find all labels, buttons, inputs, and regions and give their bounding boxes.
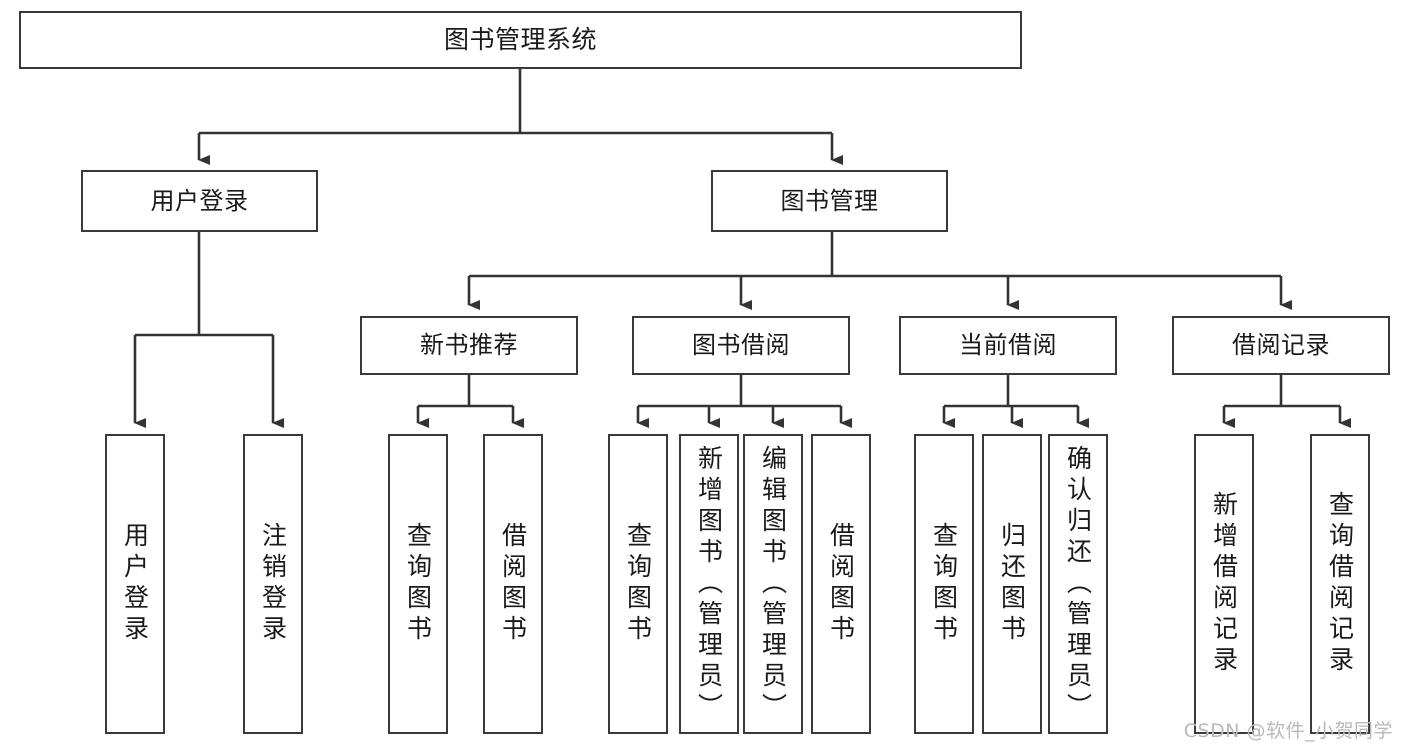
- leaf-user-login[interactable]: 用户登录: [105, 434, 165, 734]
- watermark-text: CSDN @软件_小贺同学: [1183, 720, 1393, 742]
- leaf-borrow-book[interactable]: 借阅图书: [811, 434, 871, 734]
- node-label: 新增图书（管理员）: [694, 444, 724, 724]
- node-label: 借阅图书: [826, 522, 856, 646]
- node-root-system[interactable]: 图书管理系统: [19, 11, 1022, 69]
- node-current-borrow[interactable]: 当前借阅: [899, 316, 1117, 375]
- node-label: 图书管理系统: [443, 25, 597, 54]
- node-label: 查询图书: [929, 522, 959, 646]
- node-label: 用户登录: [120, 522, 150, 646]
- node-label: 借阅记录: [1232, 331, 1330, 360]
- leaf-add-borrow-record[interactable]: 新增借阅记录: [1194, 434, 1254, 734]
- node-label: 注销登录: [258, 522, 288, 646]
- leaf-query-borrow-record[interactable]: 查询借阅记录: [1310, 434, 1370, 734]
- node-label: 查询图书: [623, 522, 653, 646]
- node-label: 借阅图书: [498, 522, 528, 646]
- leaf-query-book-recommend[interactable]: 查询图书: [388, 434, 448, 734]
- leaf-query-book-borrow[interactable]: 查询图书: [608, 434, 668, 734]
- leaf-confirm-return-admin[interactable]: 确认归还（管理员）: [1048, 434, 1108, 734]
- node-book-management[interactable]: 图书管理: [711, 170, 948, 232]
- leaf-query-book-current[interactable]: 查询图书: [914, 434, 974, 734]
- leaf-edit-book-admin[interactable]: 编辑图书（管理员）: [743, 434, 803, 734]
- node-label: 新增借阅记录: [1209, 491, 1239, 677]
- node-label: 编辑图书（管理员）: [758, 444, 788, 724]
- node-label: 查询借阅记录: [1325, 491, 1355, 677]
- node-book-borrow[interactable]: 图书借阅: [632, 316, 850, 375]
- node-label: 图书管理: [780, 186, 879, 215]
- node-user-login[interactable]: 用户登录: [81, 170, 318, 232]
- node-new-book-recommend[interactable]: 新书推荐: [360, 316, 578, 375]
- node-label: 当前借阅: [959, 331, 1057, 360]
- leaf-return-book[interactable]: 归还图书: [982, 434, 1042, 734]
- leaf-add-book-admin[interactable]: 新增图书（管理员）: [679, 434, 739, 734]
- leaf-borrow-book-recommend[interactable]: 借阅图书: [483, 434, 543, 734]
- node-label: 确认归还（管理员）: [1063, 444, 1093, 724]
- node-label: 归还图书: [997, 522, 1027, 646]
- node-label: 用户登录: [150, 186, 249, 215]
- node-borrow-record[interactable]: 借阅记录: [1172, 316, 1390, 375]
- leaf-user-logout[interactable]: 注销登录: [243, 434, 303, 734]
- node-label: 图书借阅: [692, 331, 790, 360]
- node-label: 新书推荐: [420, 331, 518, 360]
- node-label: 查询图书: [403, 522, 433, 646]
